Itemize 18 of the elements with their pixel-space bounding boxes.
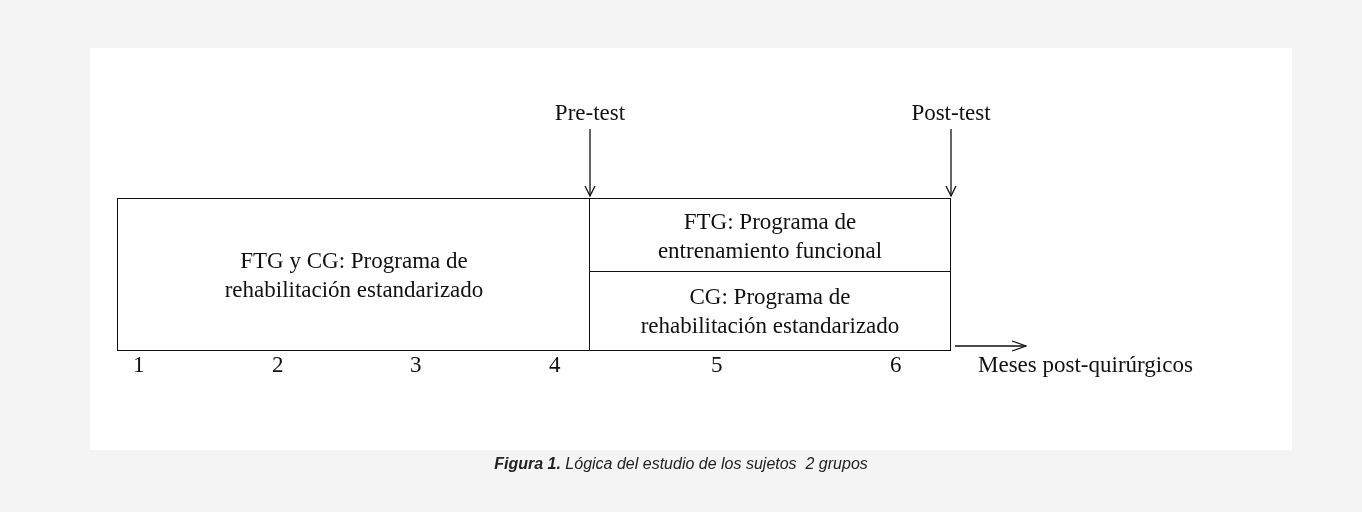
stage-label: Pre-test (530, 97, 650, 127)
tick-label: 5 (711, 352, 723, 378)
tick-label: 4 (549, 352, 561, 378)
phase-box (589, 271, 951, 351)
tick-label: 1 (133, 352, 145, 378)
phase-box (117, 198, 591, 351)
phase-text: FTG y CG: Programa de rehabilitación estandarizado (223, 246, 485, 304)
arrow (945, 128, 957, 197)
tick-label: 6 (890, 352, 902, 378)
stage-label: Post-test (891, 97, 1011, 127)
phase-box (589, 198, 951, 273)
tick-label: 3 (410, 352, 422, 378)
tick-label: 2 (272, 352, 284, 378)
phase-text: FTG: Programa de entrenamiento funcional (656, 207, 884, 265)
arrow (584, 128, 596, 197)
figure-caption: Figura 1. Lógica del estudio de los sujetos 2 grupos (493, 455, 869, 473)
axis-title: Meses post-quirúrgicos (978, 352, 1193, 378)
phase-text: CG: Programa de rehabilitación estandarizado (639, 283, 901, 340)
